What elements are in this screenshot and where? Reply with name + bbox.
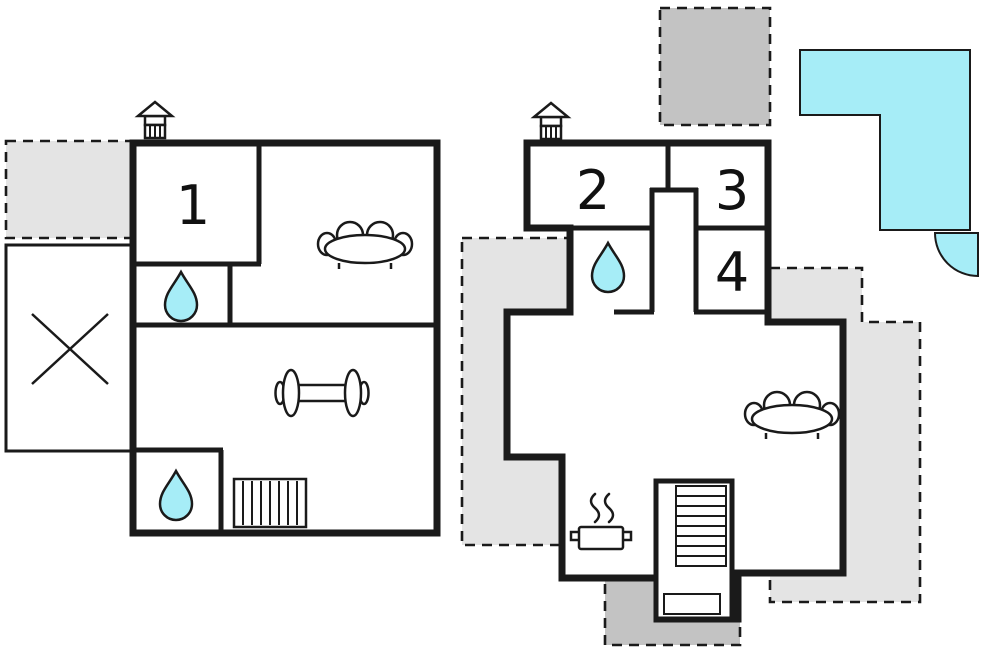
dumbbell-icon [274,368,370,418]
steam-line [589,492,601,524]
pool [799,49,971,231]
room-1-label: 1 [176,174,210,237]
left-unit: 1 [4,100,441,537]
door-swing-icon [933,232,979,278]
interior-walls [568,143,768,315]
exterior-wall [129,139,441,537]
room-4-label: 4 [715,241,749,304]
steam-line [603,492,615,524]
interior-walls [130,143,440,536]
plan: 1 [4,6,979,647]
radiator-icon [232,477,308,529]
patio-upper [658,6,772,127]
right-unit: 2 3 4 [460,6,922,647]
cross-mark-line [31,313,109,385]
stairs-icon [653,478,735,622]
room-3-label: 3 [715,159,749,222]
chimney-vent-icon [532,101,570,141]
room-2-label: 2 [576,159,610,222]
annex-room [4,243,136,453]
pot-body [577,525,625,551]
chimney-vent-icon [136,100,174,140]
terrace [4,139,134,240]
stove-icon [569,492,633,551]
